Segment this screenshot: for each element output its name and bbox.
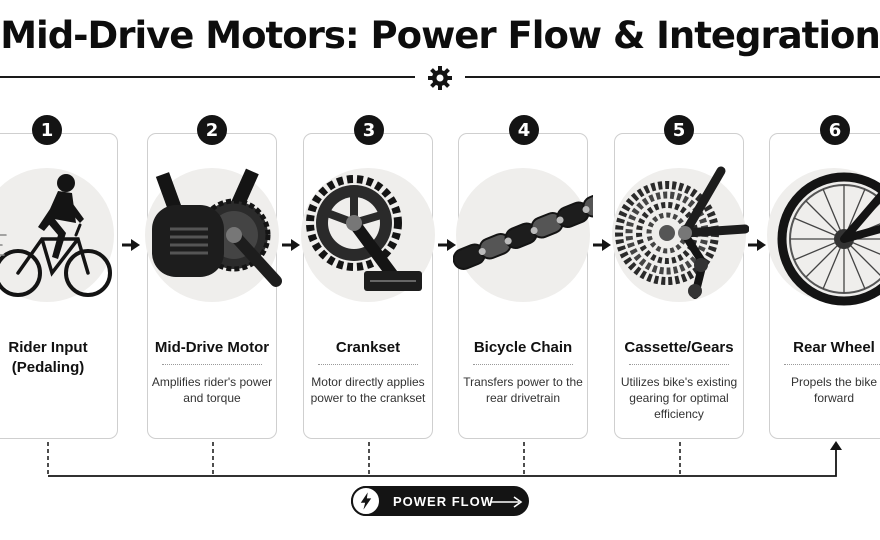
wheel-icon: [777, 172, 880, 306]
step-divider: [473, 364, 573, 365]
step-title: Bicycle Chain: [473, 339, 573, 356]
arrow-right-icon: [438, 239, 456, 251]
arrow-right-icon: [748, 239, 766, 251]
power-flow-label: POWER FLOW: [393, 494, 494, 509]
gear-icon: [428, 66, 452, 90]
header-rule-left: [0, 76, 415, 78]
step-title: Crankset: [335, 339, 401, 356]
illustration-backdrop: [0, 168, 114, 302]
motor-icon: [152, 168, 282, 287]
step-divider: [629, 364, 729, 365]
step-description: Motor directly applies power to the cran…: [310, 375, 426, 405]
page-title: Mid-Drive Motors: Power Flow & Integrati…: [0, 14, 880, 57]
step-number-badge: 5: [664, 115, 694, 145]
lightning-bolt-icon: [351, 486, 381, 516]
step-divider: [318, 364, 418, 365]
step-description: Transfers power to the rear drivetrain: [463, 375, 583, 405]
step-number-badge: 2: [197, 115, 227, 145]
cyclist-icon: [0, 174, 112, 297]
step-number-badge: 3: [354, 115, 384, 145]
step-title: Cassette/Gears: [624, 339, 734, 356]
arrow-right-icon: [122, 239, 140, 251]
arrow-right-icon: [282, 239, 300, 251]
crankset-icon: [306, 175, 422, 291]
power-flow-connector: [47, 441, 842, 477]
step-title: Rider Input (Pedaling): [8, 339, 88, 376]
step-title: Mid-Drive Motor: [154, 339, 270, 356]
power-flow-badge: POWER FLOW: [351, 486, 529, 516]
step-description: Utilizes bike's existing gearing for opt…: [620, 375, 738, 421]
arrow-right-icon: [490, 496, 523, 508]
cassette-icon: [615, 166, 749, 299]
step-number-badge: 6: [820, 115, 850, 145]
step-number-badge: 1: [32, 115, 62, 145]
step-divider: [784, 364, 880, 365]
step-number-badge: 4: [509, 115, 539, 145]
step-divider: [162, 364, 262, 365]
step-description: Amplifies rider's power and torque: [151, 375, 273, 405]
chain-icon: [453, 191, 593, 270]
header-rule-right: [465, 76, 880, 78]
step-title: Rear Wheel: [793, 339, 875, 356]
arrow-right-icon: [593, 239, 611, 251]
step-description: Propels the bike forward: [790, 375, 878, 405]
